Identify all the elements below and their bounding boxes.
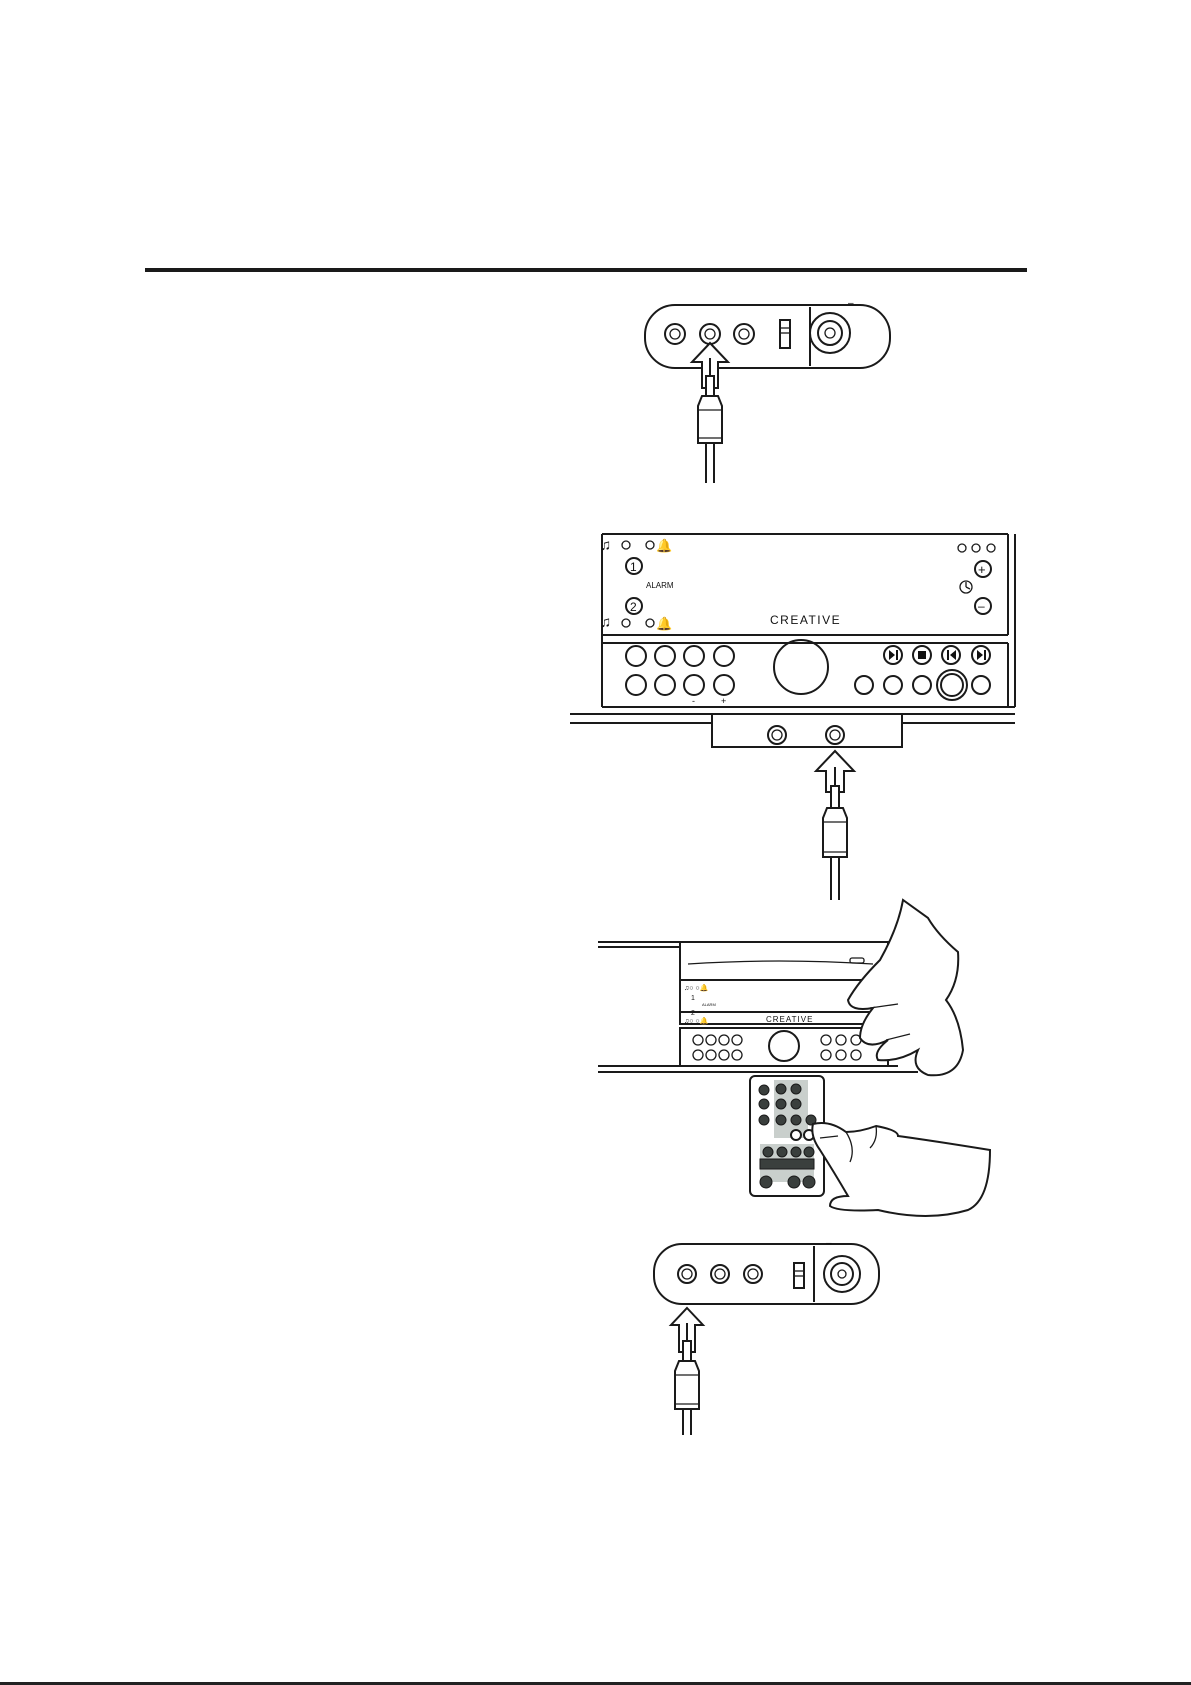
vol-minus-label: - [692,696,695,706]
small-alarm-2: 2 [691,1010,695,1017]
figure-unit-with-remote: ♫○ ○🔔 1 ALARM 2 ♫○ ○🔔 CREATIVE [598,900,1018,1230]
small-brand-logo: CREATIVE [766,1015,813,1024]
brand-logo: CREATIVE [770,613,841,627]
play-pause-icon [884,646,902,664]
figure-rear-panel-bottom: – [650,1235,910,1445]
svg-text:♫○ ○🔔: ♫○ ○🔔 [684,1016,709,1025]
stop-icon [913,646,931,664]
rear-panel-dash-bottom: – [826,1238,832,1249]
alarm-1-label: 1 [630,560,637,574]
pointing-hand-icon [812,1123,990,1216]
bell-icon: 🔔 [656,616,672,631]
previous-track-icon [942,646,960,664]
next-track-icon [972,646,990,664]
svg-text:♫○ ○🔔: ♫○ ○🔔 [684,983,709,992]
alarm-label: ALARM [646,581,674,590]
header-rule [145,268,1027,272]
alarm-2-label: 2 [630,600,637,614]
music-note-icon: ♫ [600,614,611,631]
svg-text:♫: ♫ [600,537,611,554]
pointing-hand-icon [848,900,963,1075]
figure-front-panel: ♫ 🔔 1 ALARM 2 ♫ 🔔 + – CREATIVE - + [600,532,1025,902]
music-note-icon: ♫ [600,537,611,554]
svg-text:🔔: 🔔 [656,538,672,553]
small-alarm-label: ALARM [702,1002,716,1007]
svg-text:🔔: 🔔 [656,616,672,631]
minus-label: – [978,599,985,613]
svg-text:♫: ♫ [600,614,611,631]
clock-icon [960,581,972,593]
figure-rear-panel-top: – [640,298,900,498]
plus-label: + [978,562,986,577]
vol-plus-label: + [721,696,726,706]
rear-panel-dash: – [848,298,854,309]
bell-icon: 🔔 [656,538,672,553]
small-alarm-1: 1 [691,995,695,1002]
